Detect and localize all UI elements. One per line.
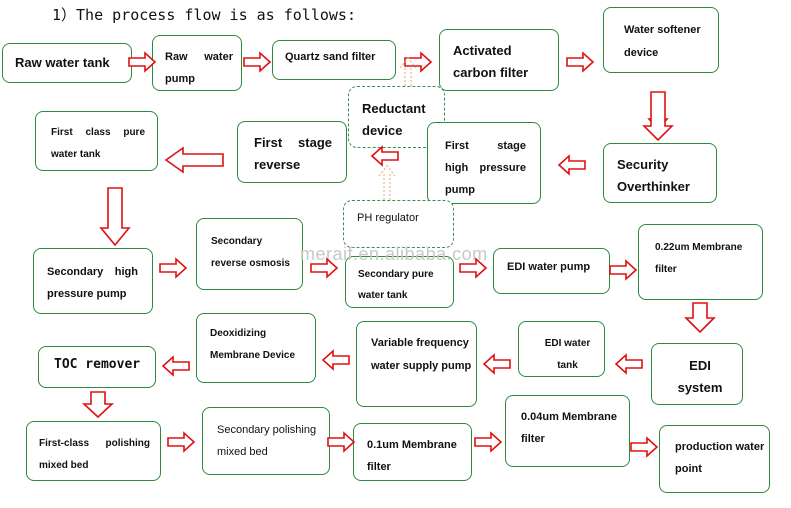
arrow-down (99, 187, 131, 247)
node-label: Secondary reverse osmosis (211, 236, 290, 269)
arrow-right (327, 432, 355, 452)
arrow-right (128, 52, 156, 72)
node-label: Secondary pure water tank (358, 269, 434, 301)
arrow-left (371, 146, 399, 166)
node-label: 0.04um Membrane filter (521, 411, 617, 445)
arrow-right (566, 52, 594, 72)
node-toc-remover: TOC remover (38, 346, 156, 388)
node-deoxidizing-membrane: Deoxidizing Membrane Device (196, 313, 316, 383)
node-edi-water-tank: EDI water tank (518, 321, 605, 377)
arrow-down (684, 302, 716, 334)
node-label: Deoxidizing Membrane Device (210, 328, 296, 361)
node-membrane-filter-004: 0.04um Membrane filter (505, 395, 630, 467)
node-first-stage-reverse: First stage reverse (237, 121, 347, 183)
arrow-right (310, 258, 338, 278)
dashed-connector-reductant (399, 57, 417, 86)
node-variable-freq-pump: Variable frequency water supply pump (356, 321, 477, 407)
diagram-heading: 1）The process flow is as follows: (52, 6, 356, 24)
node-label: Quartz sand filter (285, 51, 376, 63)
arrow-left (558, 155, 586, 175)
node-label: Water softener device (624, 24, 701, 59)
arrow-right (159, 258, 187, 278)
arrow-left (162, 356, 190, 376)
node-label: 0.22um Membrane filter (655, 242, 743, 275)
node-label: First stage reverse (254, 135, 332, 172)
watermark: meraif.en.alibaba.com (300, 244, 488, 264)
node-edi-water-pump: EDI water pump (493, 248, 610, 294)
arrow-down (642, 91, 674, 142)
node-ph-regulator: PH regulator (343, 200, 454, 248)
arrow-right (630, 437, 658, 457)
node-label: Secondary high pressure pump (47, 266, 138, 300)
node-label: Reductant device (362, 101, 426, 138)
node-label: Raw water pump (165, 51, 233, 85)
node-membrane-filter-022: 0.22um Membrane filter (638, 224, 763, 300)
node-first-class-pure-water-tank: First class pure water tank (35, 111, 158, 171)
node-label: EDI water tank (544, 338, 591, 371)
node-label: First-class polishing mixed bed (39, 438, 150, 471)
node-quartz-sand-filter: Quartz sand filter (272, 40, 396, 80)
arrow-left (615, 354, 643, 374)
node-label: production water point (675, 441, 765, 475)
arrow-right (609, 260, 637, 280)
node-secondary-ro: Secondary reverse osmosis (196, 218, 303, 290)
arrow-left (164, 146, 224, 174)
node-edi-system: EDI system (651, 343, 743, 405)
node-secondary-pure-water-tank: Secondary pure water tank (345, 256, 454, 308)
node-label: Variable frequency water supply pump (371, 337, 472, 372)
node-raw-water-pump: Raw water pump (152, 35, 242, 91)
dashed-connector-ph (378, 165, 396, 200)
node-label: First class pure water tank (51, 127, 145, 160)
node-label: Activated carbon filter (453, 43, 529, 80)
node-membrane-filter-01: 0.1um Membrane filter (353, 423, 472, 481)
node-label: Raw water tank (15, 55, 110, 70)
node-secondary-hp-pump: Secondary high pressure pump (33, 248, 153, 314)
node-label: PH regulator (357, 212, 419, 224)
node-activated-carbon-filter: Activated carbon filter (439, 29, 559, 91)
node-label: 0.1um Membrane filter (367, 439, 457, 473)
arrow-right (167, 432, 195, 452)
arrow-right (474, 432, 502, 452)
node-production-water-point: production water point (659, 425, 770, 493)
node-water-softener: Water softener device (603, 7, 719, 73)
node-first-stage-hp-pump: First stage high pressure pump (427, 122, 541, 204)
arrow-right (404, 52, 432, 72)
arrow-right (459, 258, 487, 278)
node-label: TOC remover (54, 357, 141, 372)
node-label: Security Overthinker (617, 157, 690, 194)
node-label: EDI water pump (507, 261, 591, 273)
node-first-class-polishing: First-class polishing mixed bed (26, 421, 161, 481)
node-security-overthinker: Security Overthinker (603, 143, 717, 203)
node-label: EDI system (677, 358, 723, 395)
arrow-down (81, 391, 115, 419)
arrow-right (243, 52, 271, 72)
node-label: Secondary polishing mixed bed (217, 424, 317, 458)
node-label: First stage high pressure pump (445, 140, 526, 196)
arrow-left (483, 354, 511, 374)
arrow-left (322, 350, 350, 370)
